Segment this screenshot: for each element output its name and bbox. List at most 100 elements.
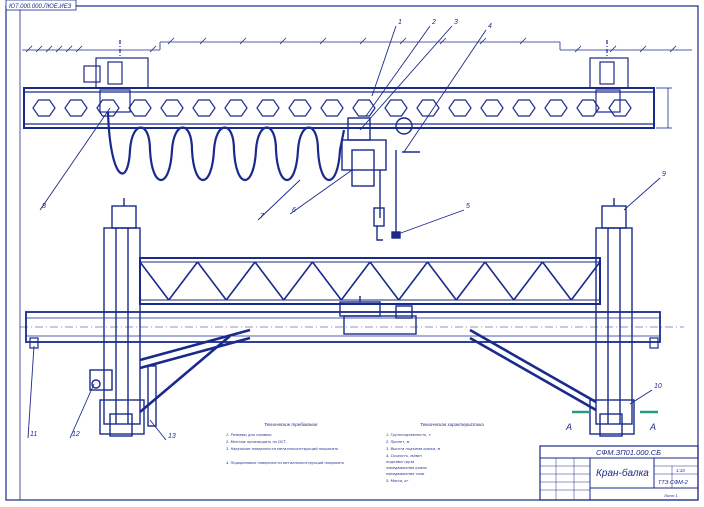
callout-leader xyxy=(623,177,661,211)
top-elevation-view xyxy=(22,37,692,241)
truss-diagonal xyxy=(426,261,457,301)
girder-hexagon-opening xyxy=(192,99,216,117)
callout-leader xyxy=(149,419,167,441)
callout-number: 12 xyxy=(72,431,80,438)
tech-char-line-7: передвижения тали xyxy=(386,472,425,476)
girder-hexagon-opening xyxy=(96,99,120,117)
section-mark-left: А xyxy=(565,422,572,432)
girder-hexagon-opening xyxy=(32,99,56,117)
tech-req-line-3: 3. Наружные поверхности металлоконструкц… xyxy=(226,447,338,451)
trolley-front xyxy=(339,296,417,335)
callout-number: 3 xyxy=(454,19,458,26)
left-end-column xyxy=(99,198,145,437)
callout-leader xyxy=(359,25,453,131)
truss-web-members xyxy=(139,261,601,301)
truss-diagonal xyxy=(484,261,515,301)
callout-number: 4 xyxy=(488,23,492,30)
truss-diagonal xyxy=(196,261,227,301)
main-girder xyxy=(23,87,655,129)
girder-hexagon-opening xyxy=(64,99,88,117)
section-markers: А А xyxy=(565,410,658,432)
tech-char-line-5: подъема груза xyxy=(386,460,414,464)
truss-diagonal xyxy=(225,261,256,301)
callout-leader xyxy=(397,209,465,235)
callout-number: 8 xyxy=(42,203,46,210)
callout-number: 2 xyxy=(431,19,436,26)
truss-diagonal xyxy=(541,261,572,301)
truss-diagonal xyxy=(254,261,285,301)
truss-frame xyxy=(139,257,601,305)
girder-hexagon-opening xyxy=(512,99,536,117)
tech-char-line-4: 4. Скорость, м/мин xyxy=(386,454,422,458)
left-drive-unit xyxy=(89,365,157,427)
callout-leader xyxy=(69,383,95,439)
title-block-scale: 1:10 xyxy=(676,468,685,473)
sheet-border xyxy=(5,5,699,501)
callout-number: 1 xyxy=(398,19,402,26)
tech-req-line-2: 2. Монтаж производить по ОСТ. xyxy=(226,440,287,444)
girder-hexagon-opening xyxy=(448,99,472,117)
callout-number: 11 xyxy=(30,431,37,438)
callout-number: 7 xyxy=(260,213,265,220)
tech-char-title: Техническая характеристика xyxy=(420,422,484,427)
callout-leader xyxy=(27,345,35,439)
callout-number: 9 xyxy=(662,171,666,178)
tech-char-line-6: передвижения крана xyxy=(386,466,427,470)
truss-diagonal xyxy=(311,261,342,301)
callout-leader xyxy=(257,179,301,221)
title-block-doc-code: СФМ.ЗП01.000.СБ xyxy=(596,448,661,457)
tech-char-line-8: 5. Масса, кг xyxy=(386,479,408,483)
truss-diagonal xyxy=(283,261,314,301)
festoon-cable xyxy=(106,111,346,182)
girder-hexagon-opening xyxy=(384,99,408,117)
tech-char-line-3: 3. Высота подъема крюка, м xyxy=(386,447,440,451)
girder-hexagon-opening xyxy=(224,99,248,117)
right-end-column xyxy=(589,198,635,437)
ceiling-hatch xyxy=(22,37,692,53)
callout-leader xyxy=(371,25,397,97)
tech-req-line-1: 1. Размеры для справок. xyxy=(226,433,273,437)
technical-requirements: Технические требования 1. Размеры для сп… xyxy=(226,422,344,465)
diagonal-braces xyxy=(139,328,597,413)
front-elevation-view: А А xyxy=(20,198,684,437)
girder-hexagon-opening xyxy=(160,99,184,117)
girder-hexagon-opening xyxy=(576,99,600,117)
girder-hexagon-opening xyxy=(544,99,568,117)
truss-diagonal xyxy=(139,261,170,301)
truss-diagonal xyxy=(340,261,371,301)
callout-leader xyxy=(403,29,487,153)
truss-diagonal xyxy=(570,261,601,301)
electric-hoist xyxy=(341,117,420,241)
girder-hexagon-opening xyxy=(352,99,376,117)
right-beam-end xyxy=(649,337,659,349)
tech-char-line-2: 2. Пролет, м xyxy=(386,440,410,444)
tech-req-title: Технические требования xyxy=(264,422,318,427)
section-mark-right: А xyxy=(649,422,656,432)
girder-hexagon-opening xyxy=(320,99,344,117)
truss-diagonal xyxy=(398,261,429,301)
callout-leader xyxy=(365,25,431,117)
title-block-sheet: Лист 1 xyxy=(663,493,678,498)
technical-characteristics: Техническая характеристика 1. Грузоподъе… xyxy=(386,422,484,483)
callout-leader xyxy=(289,169,353,215)
callout-number: 13 xyxy=(168,433,176,440)
truss-diagonal xyxy=(513,261,544,301)
title-block xyxy=(539,445,699,501)
girder-hexagon-opening xyxy=(256,99,280,117)
girder-hexagon-opening xyxy=(288,99,312,117)
callout-leader xyxy=(629,389,653,405)
top-stamp-code: Ю7.000.000.ЛЮЕ.ИЕЗ xyxy=(9,4,72,10)
girder-hexagon-opening xyxy=(128,99,152,117)
truss-diagonal xyxy=(369,261,400,301)
height-dimension xyxy=(656,87,672,129)
title-block-title: Кран-балка xyxy=(596,467,649,479)
truss-diagonal xyxy=(168,261,199,301)
tech-req-line-4: 4. Подкрановые поверхности металлоконстр… xyxy=(226,461,344,465)
callout-number: 5 xyxy=(466,203,470,210)
callout-number: 10 xyxy=(654,383,662,390)
title-block-org: ТТЭ.СФМ-2 xyxy=(658,480,688,486)
end-carriage-right-top xyxy=(589,40,629,113)
callout-number: 6 xyxy=(292,207,296,214)
